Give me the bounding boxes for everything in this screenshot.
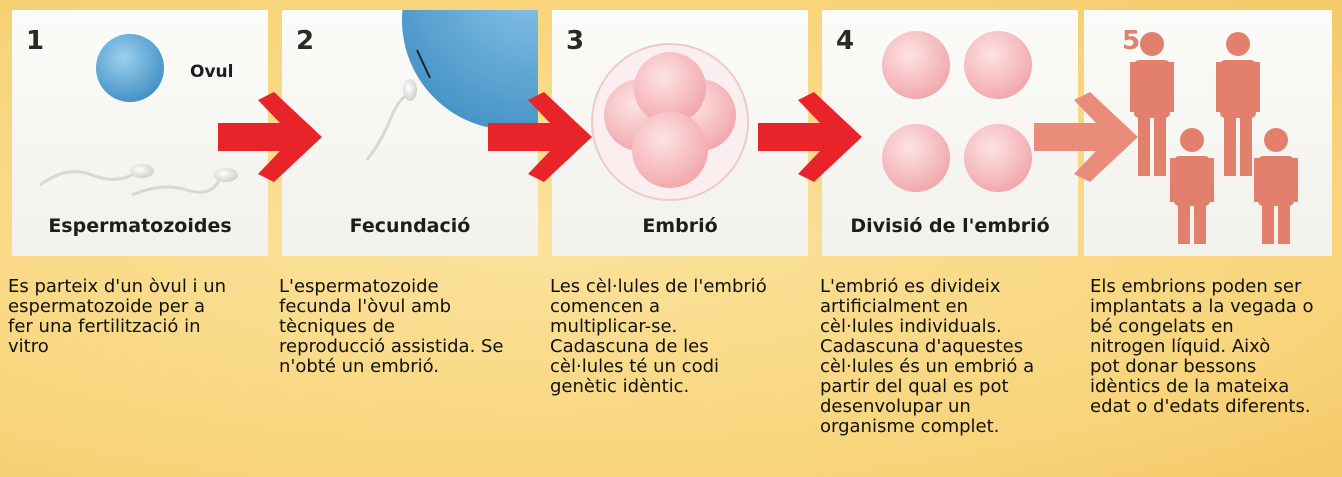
divided-cells-illustration xyxy=(882,31,1032,192)
ovum-label: Ovul xyxy=(190,62,234,82)
arrow-right-icon xyxy=(218,92,322,182)
person-icon xyxy=(1130,32,1174,176)
cell xyxy=(882,31,950,99)
embryo-illustration xyxy=(591,43,749,201)
step-number: 2 xyxy=(296,26,315,56)
person-icon xyxy=(1216,32,1260,176)
step-description: Els embrions poden ser implantats a la v… xyxy=(1090,276,1314,417)
people-illustration xyxy=(1130,32,1298,244)
step-title: Divisió de l'embrió xyxy=(850,215,1050,237)
step-description: L'embrió es divideix artificialment en c… xyxy=(820,276,1035,437)
step-number: 4 xyxy=(836,26,855,56)
ovum-and-sperm-illustration xyxy=(39,34,238,197)
arrow-right-icon xyxy=(488,92,592,182)
cell xyxy=(632,112,708,188)
sperm-head xyxy=(130,164,154,178)
step-number: 3 xyxy=(566,26,585,56)
step-number: 5 xyxy=(1122,26,1141,56)
step-description: Es parteix d'un òvul i un espermatozoide… xyxy=(8,276,227,357)
sperm-head xyxy=(214,168,238,182)
step-title: Embrió xyxy=(642,215,718,237)
person-icon xyxy=(1170,128,1214,244)
person-icon xyxy=(1254,128,1298,244)
fertilization-illustration xyxy=(365,10,538,161)
step-number: 1 xyxy=(26,26,45,56)
step-description: L'espermatozoide fecunda l'òvul amb tècn… xyxy=(279,276,504,377)
arrow-right-icon xyxy=(758,92,862,182)
step-title: Fecundació xyxy=(349,215,471,237)
cell xyxy=(964,124,1032,192)
cell xyxy=(634,52,706,124)
panel-3: 3 Embrió xyxy=(552,10,808,256)
step-description: Les cèl·lules de l'embrió comencen a mul… xyxy=(550,276,767,397)
cell xyxy=(882,124,950,192)
arrow-right-icon xyxy=(1034,92,1138,182)
sperm-head xyxy=(403,79,417,101)
ovum xyxy=(96,34,164,102)
cell xyxy=(964,31,1032,99)
ovum-partial xyxy=(402,10,538,130)
step-title: Espermatozoides xyxy=(48,215,232,237)
